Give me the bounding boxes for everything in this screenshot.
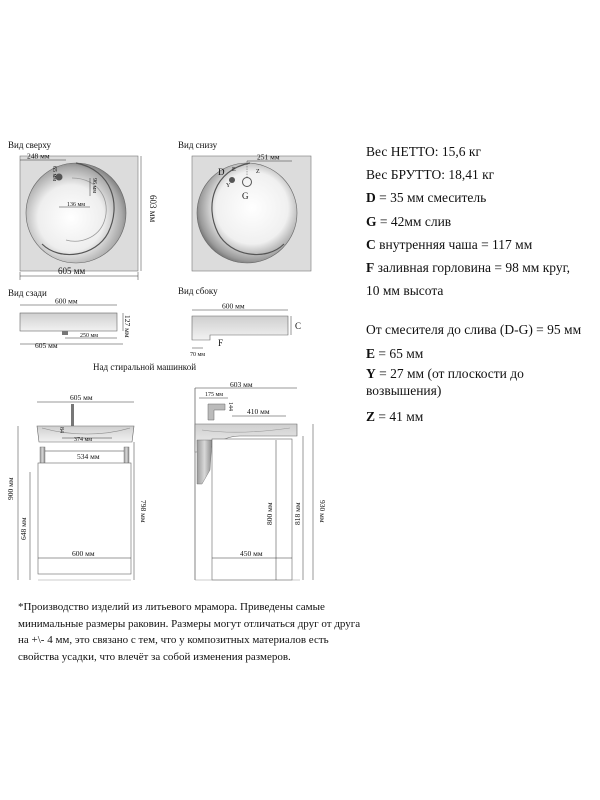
- top-view-faucet-hole: [55, 173, 63, 181]
- bottom-letter-g: G: [242, 191, 249, 201]
- spec-z-letter: Z: [366, 408, 376, 424]
- wside-washer-body: [211, 438, 293, 581]
- top-view-title: Вид сверху: [8, 140, 51, 150]
- side-view: Вид сбоку 600 мм C F 70 мм: [178, 286, 301, 358]
- side-letter-f: F: [218, 338, 223, 348]
- spec-g: G = 42мм слив: [366, 210, 596, 233]
- top-dim-605: 605 мм: [58, 266, 85, 276]
- wside-dim-930: 930 мм: [318, 500, 327, 523]
- bottom-view-bowl: [196, 162, 298, 264]
- bottom-letter-z: Z: [256, 169, 260, 175]
- back-view-drain: [62, 331, 68, 335]
- spec-c: C внутренняя чаша = 117 мм: [366, 233, 596, 256]
- bottom-view-swirl-edge: [211, 162, 285, 256]
- spec-dg: От смесителя до слива (D-G) = 95 мм: [366, 322, 582, 338]
- spec-f-text: заливная горловина = 98 мм круг,: [374, 260, 570, 276]
- front-dim-534: 534 мм: [77, 452, 100, 461]
- side-letter-c: C: [295, 321, 301, 331]
- back-dim-605: 605 мм: [35, 341, 58, 350]
- spec-e: E = 65 мм: [366, 342, 596, 365]
- spec-y: Y = 27 мм (от плоскости до возвышения): [366, 365, 596, 399]
- back-dim-127: 127 мм: [123, 315, 132, 338]
- top-dim-96: 96 мм: [91, 178, 97, 193]
- bottom-dim-251: 251 мм: [257, 153, 280, 162]
- wside-dim-175: 175 мм: [205, 392, 223, 398]
- back-view-slab: [19, 312, 118, 332]
- washer-side-view: 603 мм 175 мм 144 410 мм 800 мм 818 мм 9…: [194, 380, 327, 581]
- top-dim-603: 603 мм: [148, 195, 158, 222]
- front-dim-900: 900 мм: [6, 477, 15, 500]
- wside-sink-curve: [201, 427, 291, 433]
- bottom-letter-y: Y: [226, 183, 231, 189]
- top-view: Вид сверху 248 мм 65 мм 96 мм 136 мм 605…: [8, 140, 158, 280]
- front-dim-84: 84: [58, 427, 64, 433]
- spec-g-text: = 42мм слив: [376, 213, 452, 229]
- back-dim-250: 250 мм: [80, 333, 98, 339]
- back-dim-600: 600 мм: [55, 297, 78, 306]
- front-faucet: [71, 404, 74, 428]
- spec-y-letter: Y: [366, 365, 376, 381]
- top-dim-65: 65 мм: [51, 166, 57, 181]
- spec-net-weight: Вес НЕТТО: 15,6 кг: [366, 144, 481, 159]
- wside-bracket: [196, 439, 213, 485]
- spec-d-letter: D: [366, 190, 376, 206]
- side-dim-70: 70 мм: [190, 352, 205, 358]
- top-dim-136: 136 мм: [67, 202, 85, 208]
- spec-e-text: = 65 мм: [375, 345, 424, 361]
- bottom-letter-e: E: [232, 167, 236, 173]
- wside-dim-410: 410 мм: [247, 407, 270, 416]
- bottom-view: Вид снизу D E Y Z G 251 мм: [178, 140, 312, 272]
- bottom-view-title: Вид снизу: [178, 140, 218, 150]
- wside-dim-603: 603 мм: [230, 380, 253, 389]
- wside-faucet: [207, 403, 226, 421]
- spec-gap: [366, 302, 596, 318]
- spec-g-letter: G: [366, 213, 377, 229]
- wside-dim-450: 450 мм: [240, 549, 263, 558]
- spec-f-letter: F: [366, 260, 375, 276]
- spec-d: D = 35 мм смеситель: [366, 186, 596, 209]
- spec-gross-weight: Вес БРУТТО: 18,41 кг: [366, 167, 495, 183]
- spec-y-text: = 27 мм (от плоскости до возвышения): [366, 365, 524, 398]
- side-view-title: Вид сбоку: [178, 286, 218, 296]
- spec-f-line2: 10 мм высота: [366, 283, 444, 299]
- front-dim-374: 374 мм: [74, 437, 92, 443]
- spec-f: F заливная горловина = 98 мм круг,: [366, 256, 596, 279]
- spec-d-text: = 35 мм смеситель: [375, 190, 487, 206]
- footnote: *Производство изделий из литьевого мрамо…: [18, 601, 361, 663]
- wside-dim-144: 144: [227, 402, 233, 411]
- bottom-letter-d: D: [218, 167, 225, 177]
- wside-dim-800: 800 мм: [265, 502, 274, 525]
- spec-z: Z = 41 мм: [366, 405, 596, 428]
- specs-panel: Вес НЕТТО: 15,6 кг Вес БРУТТО: 18,41 кг …: [366, 140, 596, 428]
- side-view-slab: [191, 315, 289, 341]
- front-sink-curve: [41, 427, 131, 435]
- spec-c-letter: C: [366, 236, 376, 252]
- wside-dim-818: 818 мм: [293, 502, 302, 525]
- front-washer-body: [37, 462, 132, 575]
- front-dim-648: 648 мм: [19, 517, 28, 540]
- spec-z-text: = 41 мм: [375, 408, 424, 424]
- top-view-swirl-inner: [65, 177, 107, 242]
- front-dim-600: 600 мм: [72, 549, 95, 558]
- spec-c-text: внутренняя чаша = 117 мм: [375, 236, 533, 252]
- top-view-swirl-edge: [41, 162, 115, 256]
- top-dim-248: 248 мм: [27, 152, 50, 161]
- bottom-view-faucet-hole: [229, 177, 235, 183]
- back-view-title: Вид сзади: [8, 288, 47, 298]
- back-view: Вид сзади 600 мм 127 мм 250 мм 605 мм: [8, 288, 132, 350]
- washer-title: Над стиральной машинкой: [93, 362, 196, 372]
- spec-e-letter: E: [366, 345, 376, 361]
- front-dim-605: 605 мм: [70, 393, 93, 402]
- front-dim-798: 798 мм: [139, 500, 148, 523]
- side-dim-600: 600 мм: [222, 302, 245, 311]
- washer-front-view: 605 мм 84 374 мм 534 мм 900 мм 648 мм 79…: [6, 393, 148, 581]
